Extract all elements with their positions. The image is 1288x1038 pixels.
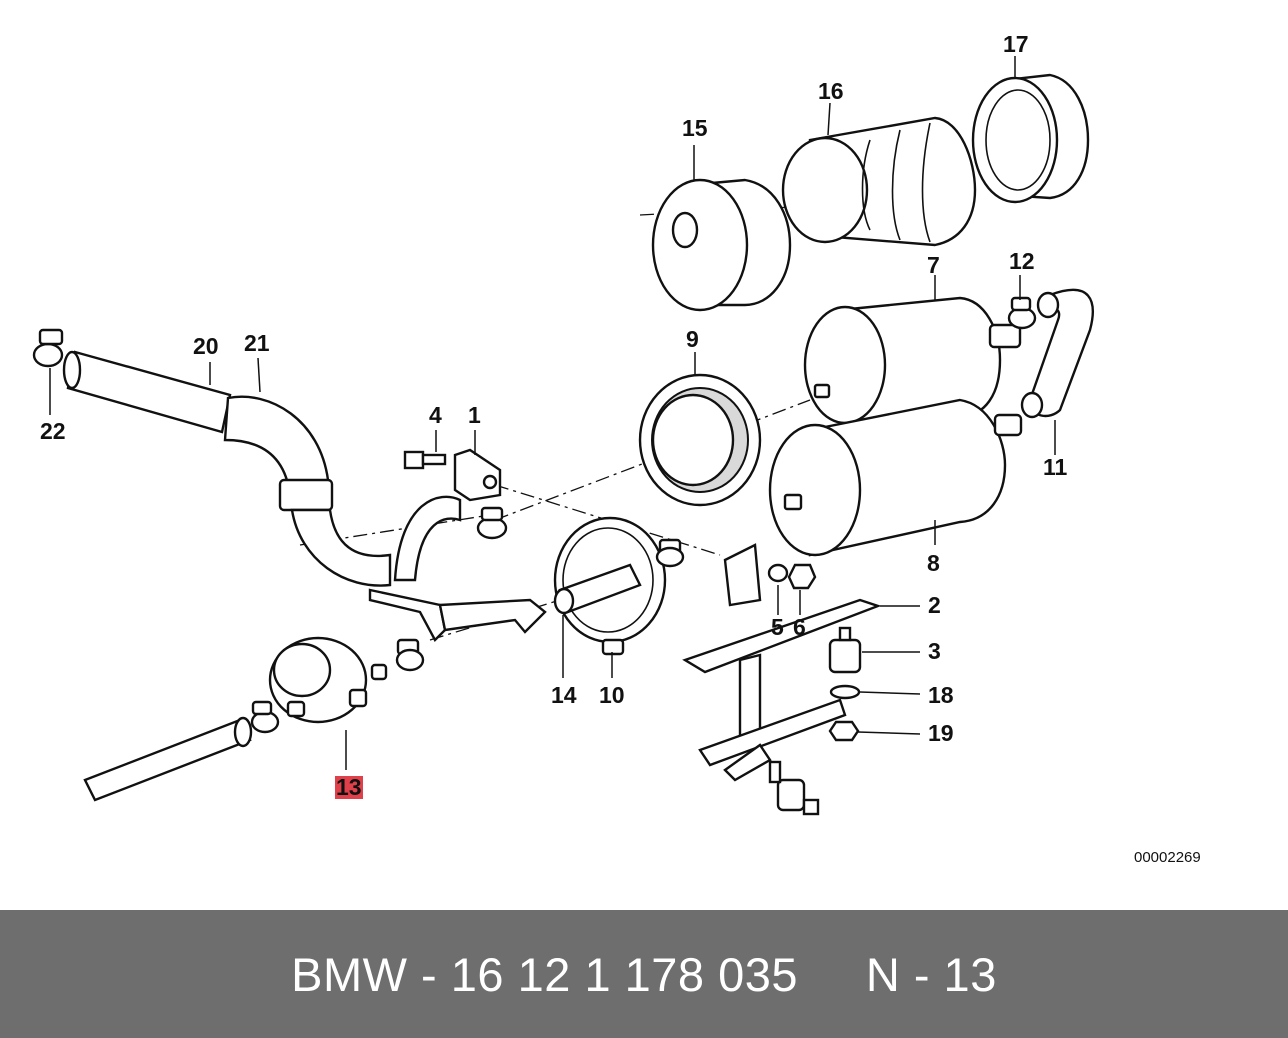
cap-17-part [971, 73, 1090, 204]
callout-2[interactable]: 2 [928, 592, 941, 618]
callout-12[interactable]: 12 [1009, 248, 1035, 274]
clamp-12-part [1007, 296, 1037, 330]
callout-11[interactable]: 11 [1043, 454, 1068, 480]
hose-11-part [1020, 288, 1094, 419]
callout-14[interactable]: 14 [551, 682, 577, 708]
callout-13-highlighted[interactable]: 13 [335, 774, 363, 800]
bracket-1-part [368, 448, 547, 642]
callout-4[interactable]: 4 [429, 402, 442, 428]
callout-6[interactable]: 6 [793, 614, 806, 640]
footer-caption: BMW - 16 12 1 178 035 N - 13 [0, 910, 1288, 1038]
bracket-2-part [682, 543, 882, 782]
pump-8-part [768, 398, 1023, 557]
exploded-view-drawing [32, 56, 1094, 816]
callout-9[interactable]: 9 [686, 326, 699, 352]
callout-15[interactable]: 15 [682, 115, 708, 141]
washer-5-part [767, 563, 789, 583]
callout-10[interactable]: 10 [599, 682, 625, 708]
fuel-line-part [83, 700, 306, 802]
parts-diagram: 22 20 21 4 1 2 3 5 6 7 8 9 10 11 12 13 1… [32, 31, 1201, 866]
clamp-22-part [32, 328, 64, 368]
pump-7-part [803, 296, 1022, 427]
nut-6-part [787, 563, 817, 590]
tube-14-part [553, 563, 642, 615]
diagram-position: N - 13 [865, 947, 997, 1001]
cap-15-part [651, 178, 792, 312]
callout-22[interactable]: 22 [40, 418, 66, 444]
callout-8[interactable]: 8 [927, 550, 940, 576]
callout-16[interactable]: 16 [818, 78, 844, 104]
caption-spacer [798, 947, 866, 1002]
clamp-part [476, 506, 508, 540]
filter-13-part [268, 636, 425, 724]
boot-16-part [781, 116, 977, 247]
callout-3[interactable]: 3 [928, 638, 941, 664]
callout-5[interactable]: 5 [771, 614, 784, 640]
part-number: BMW - 16 12 1 178 035 [291, 947, 799, 1001]
callout-21[interactable]: 21 [244, 330, 270, 356]
callout-19[interactable]: 19 [928, 720, 954, 746]
callout-20[interactable]: 20 [193, 333, 219, 359]
washer-18-part [829, 684, 861, 700]
callout-17[interactable]: 17 [1003, 31, 1029, 57]
hose-20-part [62, 350, 232, 434]
bolt-4-part [403, 450, 447, 470]
callout-18[interactable]: 18 [928, 682, 954, 708]
mount-3-part [828, 626, 862, 674]
lower-mount-part [768, 760, 820, 816]
footer-bar: BMW - 16 12 1 178 035 N - 13 [0, 910, 1288, 1038]
ring-9-part [638, 373, 762, 507]
callout-7[interactable]: 7 [927, 252, 940, 278]
diagram-image-code: 00002269 [1134, 849, 1201, 866]
hose-21-part [223, 395, 392, 587]
nut-19-part [828, 720, 860, 742]
callout-1[interactable]: 1 [468, 402, 481, 428]
